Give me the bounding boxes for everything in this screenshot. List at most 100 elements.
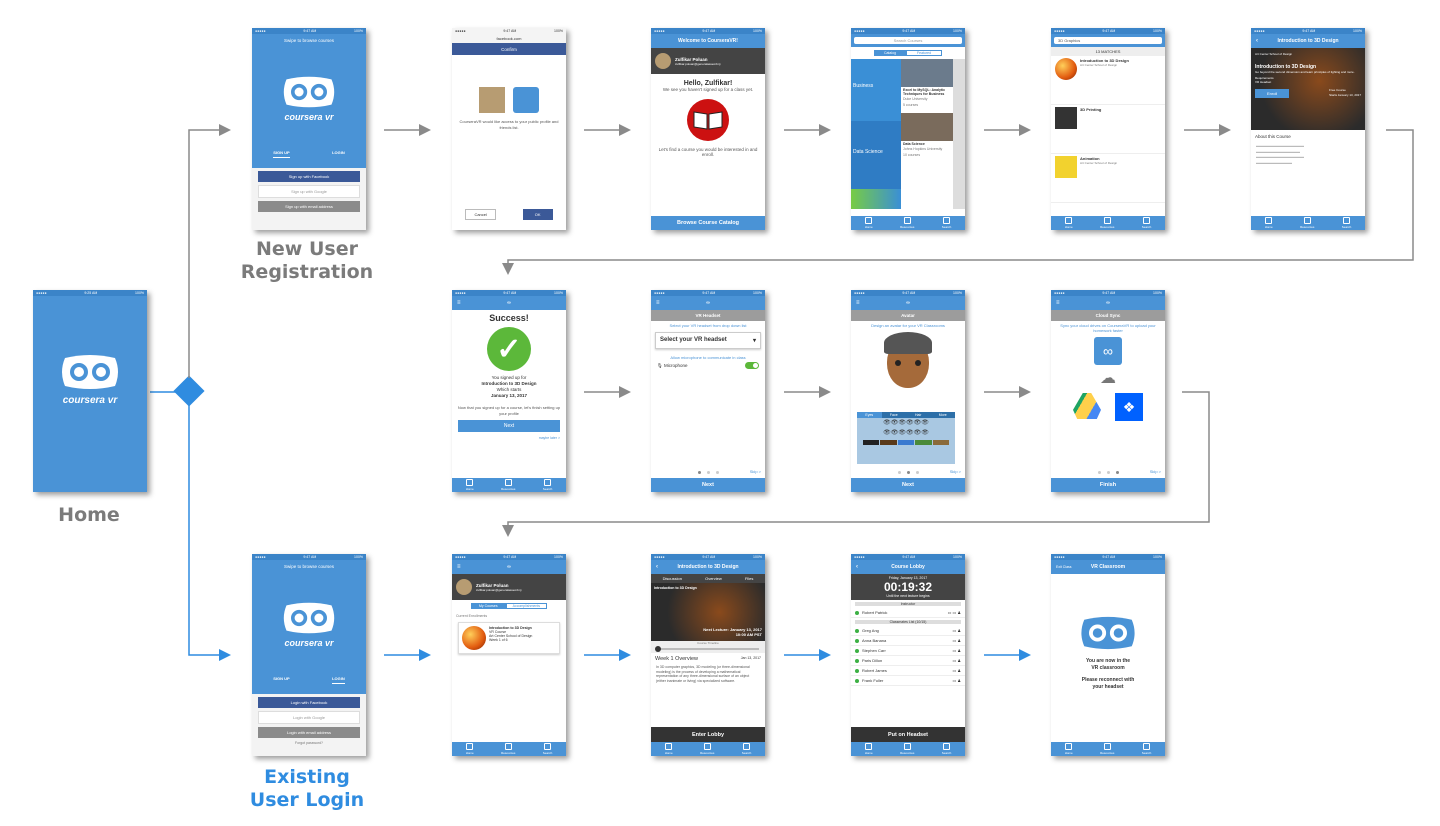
url-bar: facebook.com bbox=[452, 34, 566, 43]
tab-search[interactable]: Search bbox=[942, 217, 951, 229]
sphere-thumb bbox=[1055, 58, 1077, 80]
tab-face[interactable]: Face bbox=[889, 413, 898, 417]
mic-toggle[interactable] bbox=[745, 362, 759, 369]
tab-signup[interactable]: SIGN UP bbox=[273, 676, 290, 681]
classmate-row[interactable]: Stephen Carr▭ ♟ bbox=[851, 646, 965, 656]
tab-bar: Home Resources Search bbox=[851, 216, 965, 230]
back-icon[interactable]: ‹ bbox=[656, 564, 658, 570]
animation-thumb bbox=[1055, 156, 1077, 178]
course-title[interactable]: Data Science bbox=[903, 142, 925, 146]
search-input[interactable]: 3D Graphics bbox=[1054, 37, 1162, 44]
category-business[interactable]: Business bbox=[851, 59, 901, 121]
result-title: Introduction to 3D Design bbox=[1080, 58, 1129, 63]
category-more[interactable] bbox=[851, 189, 901, 209]
classmate-row[interactable]: Paris Dillon▭ ♟ bbox=[851, 656, 965, 666]
enrollments-label: Current Enrollments bbox=[456, 614, 488, 618]
enroll-button[interactable]: Enroll bbox=[1255, 88, 1290, 98]
classroom-line: You are now in the bbox=[1085, 658, 1131, 664]
week-date: Jan 13, 2017 bbox=[740, 656, 761, 660]
microphone-icon: 🎙 bbox=[657, 362, 663, 368]
classmate-row[interactable]: Greg Ang▭ ♟ bbox=[851, 626, 965, 636]
tab-files[interactable]: Files bbox=[744, 576, 754, 581]
headset-dropdown[interactable]: Select your VR headset▾ bbox=[655, 332, 761, 349]
search-input[interactable]: Search Courses bbox=[854, 37, 962, 44]
login-email-button[interactable]: Login with email address bbox=[258, 727, 360, 738]
login-facebook-button[interactable]: Login with Facebook bbox=[258, 697, 360, 708]
tab-discussion[interactable]: Discussion bbox=[662, 576, 682, 581]
mic-label: Microphone bbox=[663, 362, 688, 368]
page-dots bbox=[651, 471, 765, 474]
eye-options-icon[interactable]: 👁👁👁👁👁👁👁👁👁👁👁👁 bbox=[883, 420, 929, 436]
tab-accomplishments[interactable]: Accomplishments bbox=[505, 603, 548, 609]
skip-link[interactable]: Skip > bbox=[949, 469, 961, 474]
google-drive-icon[interactable] bbox=[1073, 393, 1101, 419]
next-button[interactable]: Next bbox=[651, 478, 765, 492]
signup-email-button[interactable]: Sign up with email address bbox=[258, 201, 360, 212]
avatar-hint: Design an avatar for your VR Classrooms bbox=[871, 323, 945, 328]
enter-lobby-button[interactable]: Enter Lobby bbox=[651, 727, 765, 742]
skip-link[interactable]: Skip > bbox=[1149, 469, 1161, 474]
avatar-title: Avatar bbox=[851, 310, 965, 321]
tab-overview[interactable]: Overview bbox=[705, 576, 722, 581]
tab-more[interactable]: More bbox=[938, 413, 947, 417]
tab-catalog[interactable]: Catalog bbox=[873, 50, 907, 56]
tab-home[interactable]: Home bbox=[865, 217, 873, 229]
finish-button[interactable]: Finish bbox=[1051, 478, 1165, 492]
decision-diamond bbox=[173, 375, 205, 407]
cancel-button[interactable]: Cancel bbox=[465, 209, 496, 220]
signup-facebook-button[interactable]: Sign up with Facebook bbox=[258, 171, 360, 182]
browse-catalog-button[interactable]: Browse Course Catalog bbox=[651, 216, 765, 230]
maybe-later-link[interactable]: maybe later > bbox=[538, 436, 560, 440]
skip-link[interactable]: Skip > bbox=[749, 469, 761, 474]
classmate-row[interactable]: Frank Fuller▭ ♟ bbox=[851, 676, 965, 686]
school-name: Art Center School of Design bbox=[1255, 52, 1293, 56]
tab-featured[interactable]: Featured bbox=[906, 50, 943, 56]
back-icon[interactable]: ‹ bbox=[1256, 38, 1258, 44]
course-name: Introduction to 3D Design bbox=[654, 586, 697, 590]
menu-icon[interactable]: ≡ bbox=[457, 300, 461, 306]
caption-existing-line1: Existing bbox=[264, 766, 350, 788]
dropbox-icon[interactable]: ❖ bbox=[1115, 393, 1143, 421]
welcome-title: Welcome to CourseraVR! bbox=[651, 34, 765, 48]
classmate-row[interactable]: Anna Banana▭ ♟ bbox=[851, 636, 965, 646]
timeline-slider[interactable] bbox=[651, 645, 765, 653]
tab-resources[interactable]: Resources bbox=[900, 217, 914, 229]
tab-my-courses[interactable]: My Courses bbox=[470, 603, 506, 609]
color-swatches[interactable] bbox=[863, 440, 950, 445]
next-button[interactable]: Next bbox=[851, 478, 965, 492]
signup-google-button[interactable]: Sign up with Google bbox=[258, 185, 360, 198]
tab-hair[interactable]: Hair bbox=[915, 413, 922, 417]
logo: coursera vr bbox=[278, 74, 340, 122]
back-icon[interactable]: ‹ bbox=[856, 564, 858, 570]
video-icon[interactable]: ▭ ▭ ♟ bbox=[947, 610, 961, 615]
login-google-button[interactable]: Login with Google bbox=[258, 711, 360, 724]
classmates-heading: Classmates List (10/15) bbox=[855, 620, 961, 624]
tab-eyes[interactable]: Eyes bbox=[857, 412, 882, 418]
forgot-password-link[interactable]: Forgot password? bbox=[294, 741, 323, 745]
next-button[interactable]: Next bbox=[458, 420, 560, 432]
match-count: 13 MATCHES bbox=[1051, 47, 1165, 56]
ok-button[interactable]: OK bbox=[522, 209, 553, 220]
instructor-row[interactable]: Robert Patrick▭ ▭ ♟ bbox=[851, 608, 965, 618]
course-title[interactable]: Excel to MySQL: Analytic Techniques for … bbox=[903, 88, 946, 96]
put-on-headset-button[interactable]: Put on Headset bbox=[851, 727, 965, 742]
result-item[interactable]: 3D Printing bbox=[1051, 105, 1165, 154]
exit-class-button[interactable]: Exit Class bbox=[1056, 565, 1072, 569]
classroom-title: VR Classroom bbox=[1090, 564, 1126, 570]
tab-signup[interactable]: SIGN UP bbox=[273, 150, 290, 158]
classmate-row[interactable]: Robert James▭ ♟ bbox=[851, 666, 965, 676]
tab-login[interactable]: LOGIN bbox=[332, 150, 345, 155]
next-lecture-time: 10:00 AM PST bbox=[735, 632, 762, 637]
free-label: Free Course bbox=[1329, 88, 1346, 92]
lobby-title: Course Lobby bbox=[891, 564, 925, 570]
tab-login[interactable]: LOGIN bbox=[332, 676, 345, 684]
success-course: Introduction to 3D Design bbox=[481, 381, 537, 386]
chat-icon[interactable]: ▭ ♟ bbox=[952, 628, 961, 633]
category-data-science[interactable]: Data Science bbox=[851, 121, 901, 189]
